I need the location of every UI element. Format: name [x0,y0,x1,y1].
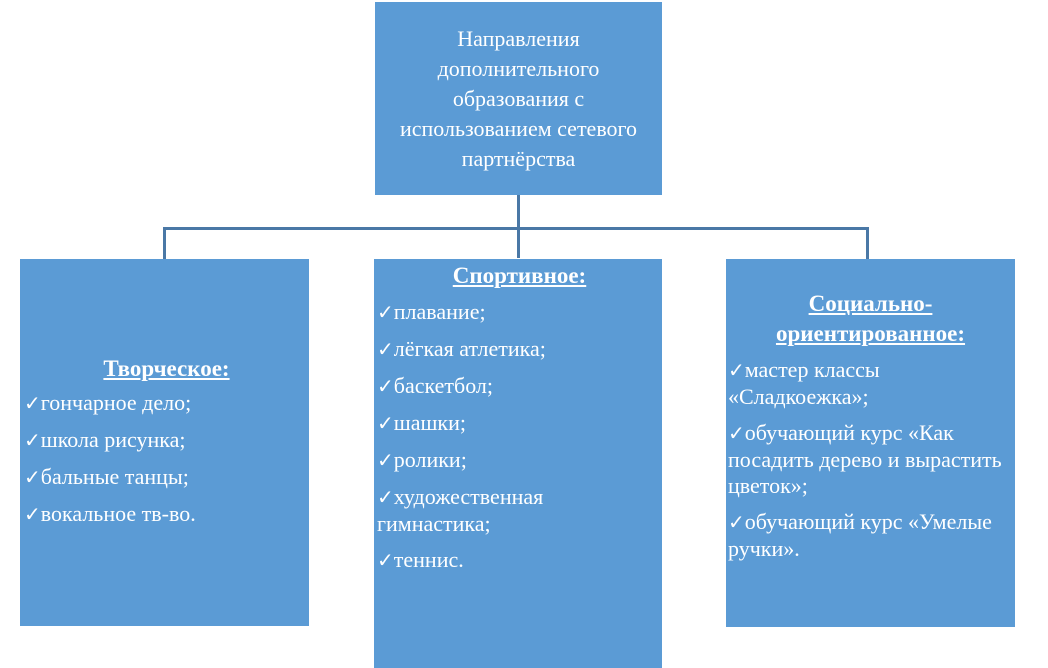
branch-heading: Социально-ориентированное: [775,291,966,346]
check-icon: ✓ [377,413,394,435]
list-item: бальные танцы; [40,464,189,489]
list-item: мастер классы «Сладкоежка»; [728,357,880,409]
connector-horizontal [163,227,869,230]
list-item: шашки; [393,410,466,435]
list-item: баскетбол; [393,373,494,398]
list-item: художественная гимнастика; [377,484,544,536]
list-item: плавание; [393,299,486,324]
list-item: обучающий курс «Как посадить дерево и вы… [728,420,1002,498]
root-node: Направления дополнительного образования … [375,2,662,195]
check-icon: ✓ [377,339,394,361]
check-icon: ✓ [377,450,394,472]
check-icon: ✓ [728,423,745,445]
branch-heading: Творческое: [103,356,230,381]
check-icon: ✓ [728,512,745,534]
check-icon: ✓ [728,360,745,382]
list-item: лёгкая атлетика; [393,336,546,361]
check-icon: ✓ [377,376,394,398]
branch-heading: Спортивное: [452,263,587,288]
list-item: школа рисунка; [40,427,186,452]
check-icon: ✓ [24,393,41,415]
list-item: гончарное дело; [40,390,192,415]
root-node-title: Направления дополнительного образования … [399,25,638,171]
list-item: обучающий курс «Умелые ручки». [728,509,992,561]
check-icon: ✓ [24,430,41,452]
connector-trunk [517,195,520,258]
check-icon: ✓ [377,487,394,509]
check-icon: ✓ [24,504,41,526]
check-icon: ✓ [377,550,394,572]
branch-sport: Спортивное: ✓плавание; ✓лёгкая атлетика;… [374,259,662,668]
list-item: ролики; [393,447,467,472]
connector-left [163,227,166,259]
connector-right [866,227,869,259]
check-icon: ✓ [377,302,394,324]
branch-creative: Творческое: ✓гончарное дело; ✓школа рису… [20,259,309,626]
check-icon: ✓ [24,467,41,489]
list-item: вокальное тв-во. [40,501,196,526]
list-item: теннис. [393,547,464,572]
branch-social: Социально-ориентированное: ✓мастер класс… [726,259,1015,627]
